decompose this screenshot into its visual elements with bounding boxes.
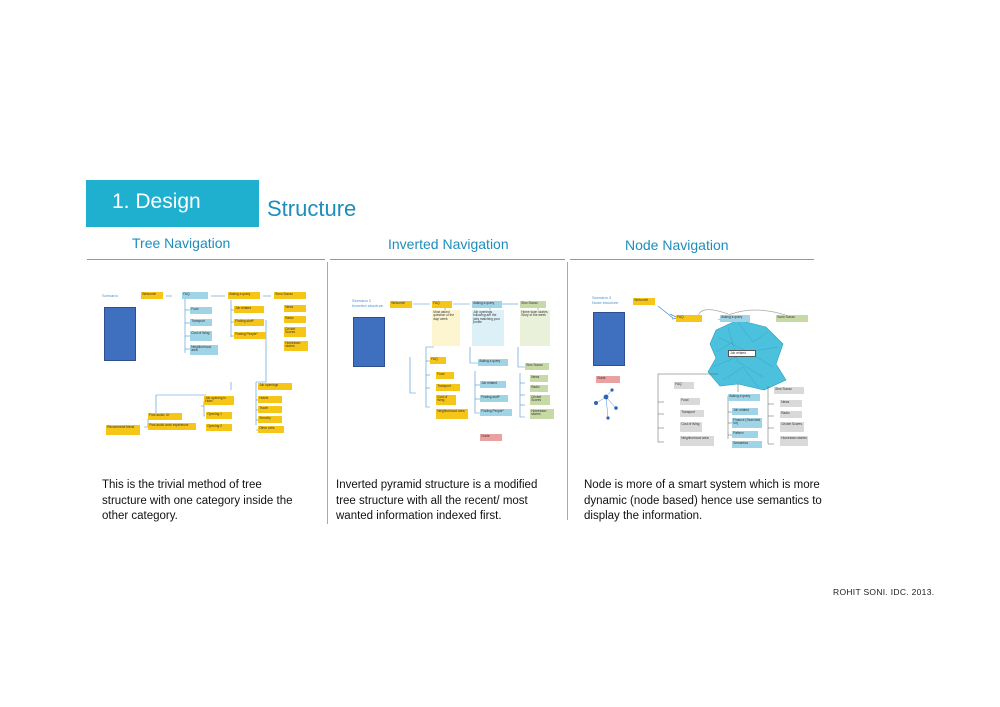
tree-node: Opening 1 [206, 412, 232, 419]
tree-navigation-diagram: Scenario Welcome! FAQ Asking a query Son… [96, 285, 321, 440]
inverted-node: Sino Sunao [520, 301, 546, 308]
tree-node: Hometown stories [284, 341, 308, 351]
node-node: Semantics [732, 441, 762, 448]
node-phone-icon [593, 312, 625, 366]
tree-node: Hotels [258, 396, 282, 403]
tree-node: Welcome! [141, 292, 163, 299]
node-node: News [780, 400, 802, 407]
node-navigation-title: Node Navigation [625, 237, 729, 253]
inverted-node: Radio [530, 385, 548, 392]
tree-node: Transport [190, 319, 212, 326]
inverted-node: Asking a query [478, 359, 508, 366]
inverted-rule [330, 259, 565, 260]
section-label: 1. Design [112, 190, 201, 213]
inverted-node: FAQ [430, 357, 446, 364]
tree-node: Opening 2 [206, 424, 232, 431]
node-scenario-sub: Node structure [592, 300, 619, 305]
tree-navigation-title: Tree Navigation [132, 235, 231, 251]
inverted-node: News [530, 375, 548, 382]
node-node: Welcome! [633, 298, 655, 305]
tree-node: Sonu Sunao [274, 292, 306, 299]
inverted-scenario-label: Scenario 2 [352, 298, 372, 303]
tree-node: Radio [284, 316, 306, 323]
node-node: Neighborhood area [680, 436, 714, 446]
inverted-navigation-title: Inverted Navigation [388, 236, 509, 252]
inverted-node: Welcome! [390, 301, 412, 308]
node-description: Node is more of a smart system which is … [584, 479, 822, 522]
tree-node: Recommend friend [106, 425, 140, 435]
tree-node: Post audio work experience [148, 423, 196, 430]
tree-node: Other cells [258, 426, 284, 433]
tree-node: Travel [258, 406, 282, 413]
node-node: Cost of living [680, 422, 702, 432]
tree-phone-icon [104, 307, 136, 361]
inverted-node: Finding stuff* [480, 395, 508, 402]
inverted-node: Food [436, 372, 454, 379]
tree-node: News [284, 305, 306, 312]
node-node: Hometown stories [780, 436, 808, 446]
node-node: Guide [596, 376, 620, 383]
tree-node: Post audio: Ur [148, 413, 182, 420]
column-divider-1 [327, 262, 328, 524]
tree-description: This is the trivial method of tree struc… [102, 479, 293, 522]
tree-node: Cricket Scores [284, 327, 306, 337]
node-navigation-diagram: Scenario 3 Node structure Welcome! FAQ A… [588, 292, 813, 452]
inverted-node: Guide [480, 434, 502, 441]
inverted-description: Inverted pyramid structure is a modified… [336, 479, 538, 522]
inverted-navigation-diagram: Scenario 2 Inverted structure Welcome! F… [350, 295, 560, 447]
tree-node: Finding stuff* [234, 319, 264, 326]
node-node: Transport [680, 410, 704, 417]
inverted-node: Cost of living [436, 395, 456, 405]
node-node: Pattern [732, 431, 758, 438]
tree-node: Neighborhood area [190, 345, 218, 355]
tree-node: FAQ [182, 292, 208, 299]
tree-node: Cost of living [190, 331, 212, 341]
node-node: Cricket Scores [780, 422, 804, 432]
node-node: Job related [728, 350, 756, 357]
node-node: Sono Sunao [776, 315, 808, 322]
inverted-node: Transport [436, 384, 460, 391]
node-node: FAQ [674, 382, 694, 389]
inverted-scenario-sub: Inverted structure [352, 303, 384, 308]
inverted-node: Finding People* [480, 409, 512, 416]
column-divider-2 [567, 262, 568, 520]
node-node: Job related [732, 408, 758, 415]
node-node: Finance (Searched for) [732, 418, 762, 428]
tree-node: Food [190, 307, 212, 314]
inverted-connectors [409, 303, 539, 418]
inverted-node: Sino Sunao [525, 363, 549, 370]
tree-node: Finding People* [234, 332, 266, 339]
node-node: Asking a query [720, 315, 750, 322]
author-credit: ROHIT SONI. IDC. 2013. [833, 587, 935, 597]
node-node: Radio [780, 411, 802, 418]
design-section-box [86, 180, 259, 227]
page-title: Structure [267, 196, 357, 221]
node-node: Asking a query [728, 394, 760, 401]
tree-node: Security [258, 416, 282, 423]
node-node: Food [680, 398, 700, 405]
tree-node: Job openings [258, 383, 292, 390]
inverted-node: Job openings following are the jobs matc… [472, 310, 504, 346]
node-node: Sino Sunao [774, 387, 804, 394]
node-rule [570, 259, 814, 260]
inverted-node: Asking a query [472, 301, 502, 308]
inverted-node: Neighborhood area [436, 409, 468, 419]
inverted-node: Most asked question of the day/ week [432, 310, 460, 346]
inverted-node: Hometown stories [530, 409, 554, 419]
node-scenario-label: Scenario 3 [592, 295, 612, 300]
inverted-phone-icon [353, 317, 385, 367]
tree-node: Job related [234, 306, 264, 313]
node-node: FAQ [676, 315, 702, 322]
tree-scenario-label: Scenario [102, 293, 118, 298]
inverted-node: FAQ [432, 301, 452, 308]
tree-node: Job opening in Hotel [204, 396, 234, 405]
inverted-node: Job related [480, 381, 506, 388]
inverted-node: Home town stories Story of the week [520, 310, 550, 346]
tree-node: Asking a query [228, 292, 260, 299]
tree-rule [87, 259, 325, 260]
inverted-node: Cricket Scores [530, 395, 550, 405]
